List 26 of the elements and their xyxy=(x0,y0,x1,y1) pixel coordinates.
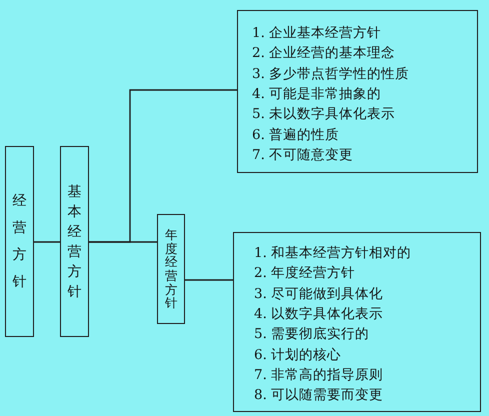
list-item: 2. 年度经营方针 xyxy=(254,264,356,282)
label-box xyxy=(5,146,34,337)
list-item: 3. 多少带点哲学性的性质 xyxy=(252,64,410,83)
box-label: 经营方针 xyxy=(12,192,26,292)
list-item: 1. 和基本经营方针相对的 xyxy=(254,244,412,262)
list-item: 5. 需要彻底实行的 xyxy=(254,325,370,344)
list-item: 6. 计划的核心 xyxy=(254,346,342,364)
label-box xyxy=(157,214,185,324)
list-item: 8. 可以随需要而变更 xyxy=(254,386,384,404)
list-item: 1. 企业基本经营方针 xyxy=(252,24,382,42)
box-label: 年度经营方针 xyxy=(164,228,178,310)
list-item: 5. 未以数字具体化表示 xyxy=(252,105,396,124)
list-item: 7. 非常高的指导原则 xyxy=(254,366,384,384)
connector-line xyxy=(34,241,60,243)
list-item: 4. 可能是非常抽象的 xyxy=(252,84,382,103)
list-item: 3. 尽可能做到具体化 xyxy=(254,284,384,303)
list-item: 4. 以数字具体化表示 xyxy=(254,304,384,323)
connector-line xyxy=(89,241,157,243)
connector-line xyxy=(185,279,233,281)
box-label: 基本经营方针 xyxy=(68,182,82,302)
list-box xyxy=(237,10,478,173)
list-item: 7. 不可随意变更 xyxy=(252,146,354,164)
label-box xyxy=(60,146,89,337)
list-box xyxy=(233,232,481,412)
list-item: 6. 普遍的性质 xyxy=(252,126,340,144)
list-item: 2. 企业经营的基本理念 xyxy=(252,44,396,62)
